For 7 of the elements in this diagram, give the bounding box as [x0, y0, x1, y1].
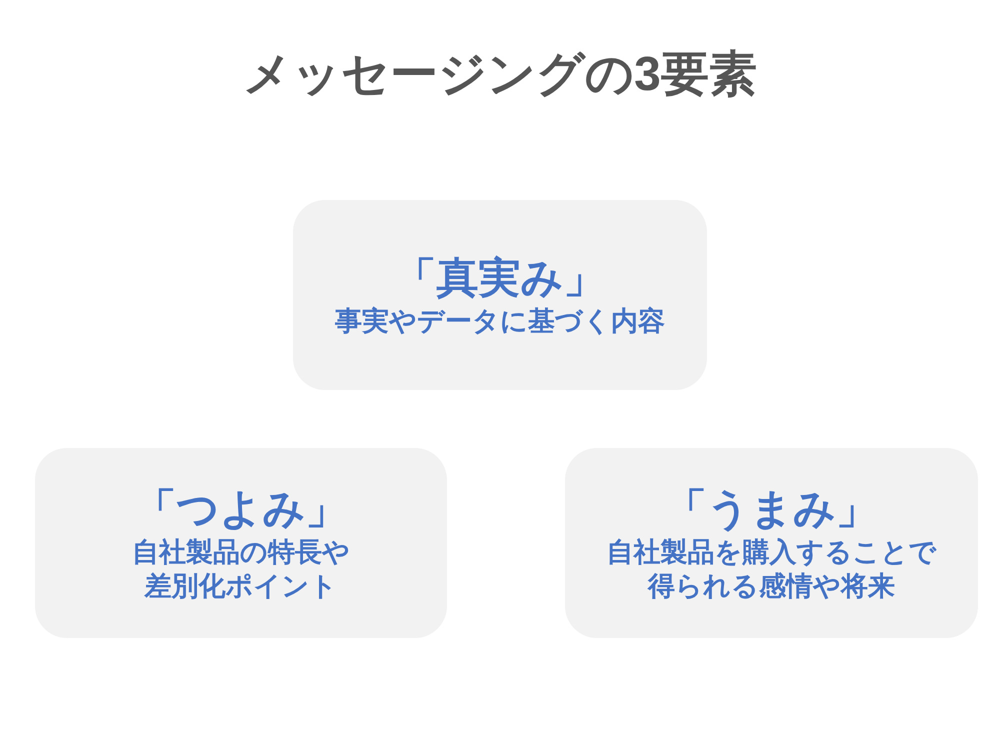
title: メッセージングの3要素: [243, 47, 757, 103]
card-heading: 「つよみ」: [134, 484, 348, 534]
card-description: 自社製品の特長や差別化ポイント: [130, 536, 351, 603]
card-description: 事実やデータに基づく内容: [335, 305, 665, 338]
card-heading: 「うまみ」: [665, 484, 878, 534]
card-heading: 「真実み」: [394, 253, 606, 303]
card-description: 自社製品を購入することで得られる感情や将来: [605, 536, 938, 603]
